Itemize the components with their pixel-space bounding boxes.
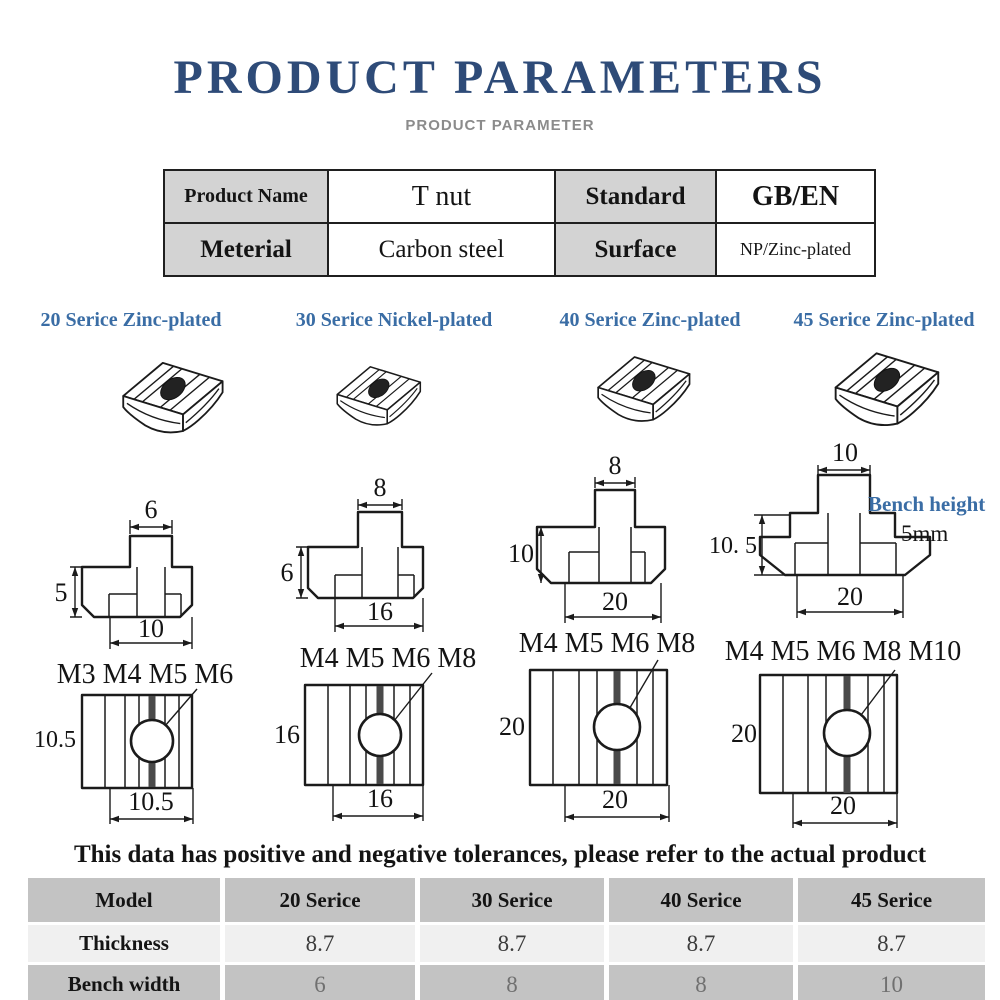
svg-text:20: 20	[602, 785, 628, 814]
dim-height: 6	[281, 546, 308, 599]
spec-label-material: Meterial	[163, 222, 329, 277]
series-label-20: 20 Serice Zinc-plated	[40, 309, 222, 331]
bench-height-label: Bench height	[868, 492, 986, 516]
dim-top: 6	[129, 495, 173, 534]
dim-side-height: 10. 5	[709, 533, 757, 559]
series-label-40: 40 Serice Zinc-plated	[559, 309, 741, 331]
dim-side-height: 5	[55, 578, 68, 607]
top-view	[303, 683, 425, 787]
top-view	[758, 673, 899, 795]
thread-sizes-label: M3 M4 M5 M6	[57, 659, 234, 690]
thread-hole	[822, 708, 872, 758]
dim-square-height: 20	[731, 719, 757, 748]
dim-top: 8	[357, 473, 403, 510]
thread-hole	[357, 712, 403, 758]
side-view-profile	[758, 473, 932, 577]
dim-bottom-width: 16	[367, 597, 393, 626]
size-header-model: Model	[28, 878, 220, 922]
dim-bottom-width: 10	[138, 614, 164, 643]
thickness-45: 8.7	[798, 925, 985, 962]
spec-label-surface: Surface	[554, 222, 717, 277]
drawing-40-series: 8 10 20 M4 M5 M6 M8 20 20	[499, 451, 696, 822]
spec-value-surface: NP/Zinc-plated	[715, 222, 876, 277]
dim-height: 5	[55, 566, 82, 618]
thickness-30: 8.7	[420, 925, 604, 962]
side-view-profile	[535, 488, 667, 585]
benchwidth-40: 8	[609, 965, 793, 1000]
dim-top-width: 8	[609, 451, 622, 480]
svg-text:20: 20	[830, 791, 856, 820]
drawing-20-series: 6 5 10 M3 M4 M5 M6 10.5 10.5	[34, 495, 234, 824]
benchwidth-20: 6	[225, 965, 415, 1000]
page-subtitle: PRODUCT PARAMETER	[405, 117, 595, 134]
dim-height: 10	[508, 527, 545, 583]
thread-sizes-label: M4 M5 M6 M8	[519, 628, 696, 659]
dim-top-width: 10	[832, 438, 858, 467]
top-view	[80, 693, 194, 790]
tolerance-note: This data has positive and negative tole…	[73, 841, 927, 868]
thread-sizes-label: M4 M5 M6 M8 M10	[725, 636, 961, 667]
size-row-benchwidth-label: Bench width	[28, 965, 220, 1000]
series-label-45: 45 Serice Zinc-plated	[793, 309, 975, 331]
dim-side-height: 10	[508, 539, 534, 568]
size-header-45: 45 Serice	[798, 878, 985, 922]
side-view-profile	[80, 534, 194, 619]
nut-image-20	[122, 361, 224, 434]
dim-top-width: 8	[374, 473, 387, 502]
dim-bottom: 10	[109, 614, 193, 649]
dim-square-height: 20	[499, 712, 525, 741]
thickness-20: 8.7	[225, 925, 415, 962]
svg-text:10.5: 10.5	[128, 787, 174, 816]
drawing-30-series: 8 6 16 M4 M5 M6 M8 16 16	[274, 473, 477, 821]
dim-bottom-width: 20	[837, 582, 863, 611]
table-row: Product Name T nut Standard GB/EN	[163, 169, 876, 224]
spec-value-product-name: T nut	[327, 169, 556, 224]
series-label-30: 30 Serice Nickel-plated	[295, 309, 493, 331]
dim-square-width: 20	[792, 791, 898, 828]
spec-value-standard: GB/EN	[715, 169, 876, 224]
side-view-profile	[306, 510, 425, 600]
spec-value-material: Carbon steel	[327, 222, 556, 277]
nut-image-45	[834, 352, 940, 427]
dim-square-width: 10.5	[109, 787, 194, 824]
dim-bottom: 20	[564, 583, 662, 623]
dim-top: 8	[594, 451, 636, 488]
dim-side-height: 6	[281, 558, 294, 587]
dim-square-height: 10.5	[34, 727, 76, 753]
spec-label-standard: Standard	[554, 169, 717, 224]
benchwidth-45: 10	[798, 965, 985, 1000]
thread-hole	[592, 702, 642, 752]
top-view	[528, 668, 669, 787]
size-row-thickness-label: Thickness	[28, 925, 220, 962]
thickness-40: 8.7	[609, 925, 793, 962]
dim-bottom-width: 20	[602, 587, 628, 616]
size-header-40: 40 Serice	[609, 878, 793, 922]
dim-square-height: 16	[274, 720, 300, 749]
thread-hole	[129, 718, 175, 764]
size-header-30: 30 Serice	[420, 878, 604, 922]
spec-table: Product Name T nut Standard GB/EN Meteri…	[163, 169, 876, 277]
dim-bottom: 16	[334, 597, 424, 632]
drawing-45-series: 10 10. 5 20 M4 M5 M6 M8 M10 20 20	[709, 438, 961, 828]
dim-bottom: 20	[796, 575, 904, 618]
thread-sizes-label: M4 M5 M6 M8	[300, 643, 477, 674]
nut-image-30	[336, 366, 422, 426]
dim-square-width: 16	[332, 784, 424, 821]
svg-text:16: 16	[367, 784, 393, 813]
size-header-20: 20 Serice	[225, 878, 415, 922]
benchwidth-30: 8	[420, 965, 604, 1000]
bench-height-value: 5mm	[901, 521, 949, 546]
dim-square-width: 20	[564, 785, 670, 822]
spec-label-product-name: Product Name	[163, 169, 329, 224]
table-row: Meterial Carbon steel Surface NP/Zinc-pl…	[163, 222, 876, 277]
dim-top: 10	[817, 438, 871, 475]
page-title: PRODUCT PARAMETERS	[173, 51, 827, 104]
dim-height: 10. 5	[709, 514, 790, 576]
dim-top-width: 6	[145, 495, 158, 524]
nut-image-40	[597, 356, 691, 422]
size-table: Model 20 Serice 30 Serice 40 Serice 45 S…	[28, 878, 985, 1000]
